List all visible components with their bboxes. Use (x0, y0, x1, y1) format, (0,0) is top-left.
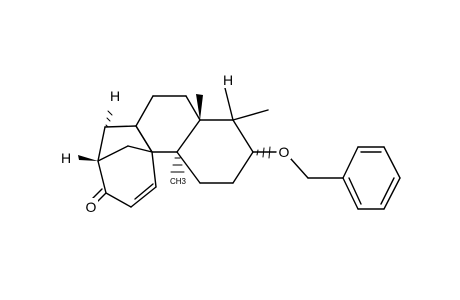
hashed-bond-methyl (170, 157, 185, 173)
bicyclic-system (91, 125, 157, 208)
atom-labels: H H H O O CH3 (59, 72, 291, 215)
benzyloxy-linker (252, 151, 344, 179)
oxygen-ether-label: O (279, 144, 290, 160)
h-top-label: H (110, 88, 120, 104)
benzene-ring (342, 146, 401, 210)
stereo-bonds (78, 94, 271, 173)
hashed-bond-top-h (105, 110, 113, 128)
ring-b (135, 95, 201, 153)
hashed-bond-ether (256, 146, 271, 159)
wedge-bridgehead-h (78, 155, 98, 161)
ring-a (176, 87, 269, 184)
h-bridgehead-label: H (61, 150, 71, 166)
wedge-ring-junction-h (196, 94, 203, 120)
h-ring-junction-label: H (223, 72, 233, 88)
oxygen-ketone-label: O (86, 199, 97, 215)
angular-methyl-label: CH3 (170, 177, 187, 186)
